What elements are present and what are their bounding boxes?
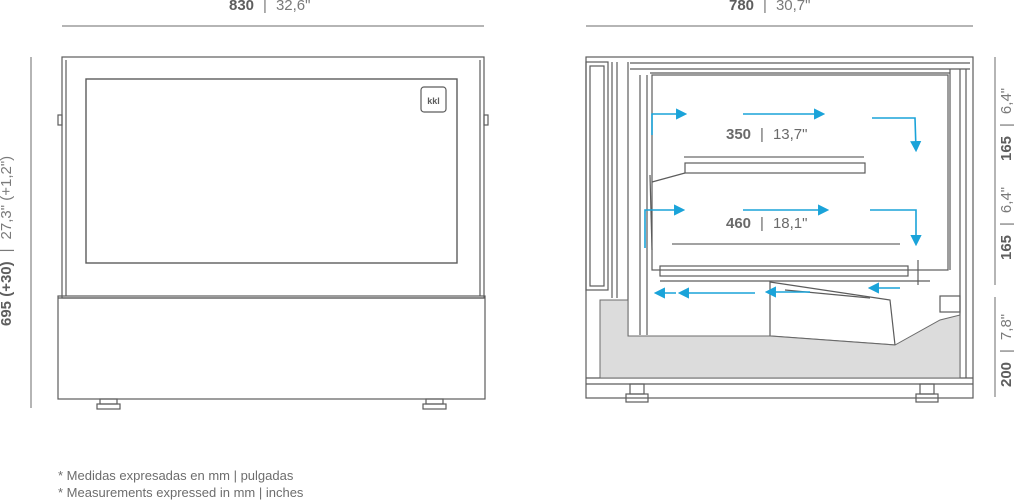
lower-shelf-label: 460|18,1" <box>726 215 808 232</box>
brand-logo: kkl <box>427 96 440 106</box>
lower-shelf-mm: 460 <box>726 215 752 232</box>
upper-shelf-label: 350|13,7" <box>726 126 808 143</box>
airflow-arrows <box>644 108 922 299</box>
note-spanish: * Medidas expresadas en mm | pulgadas <box>58 468 294 483</box>
upper-shelf-inch: 13,7" <box>772 126 808 143</box>
front-width-label: 830|32,6" <box>229 0 310 14</box>
note-english: * Measurements expressed in mm | inches <box>58 485 304 500</box>
lower-shelf-inch: 18,1" <box>772 215 808 232</box>
side-depth-label: 780|30,7" <box>729 0 810 14</box>
upper-shelf-mm: 350 <box>726 126 752 143</box>
side-view <box>585 56 974 403</box>
side-depth-inch: 30,7" <box>775 0 811 14</box>
front-view <box>57 56 489 410</box>
front-width-mm: 830 <box>229 0 255 14</box>
brand-logo-box <box>420 86 447 113</box>
front-width-inch: 32,6" <box>275 0 311 14</box>
side-depth-mm: 780 <box>729 0 755 14</box>
